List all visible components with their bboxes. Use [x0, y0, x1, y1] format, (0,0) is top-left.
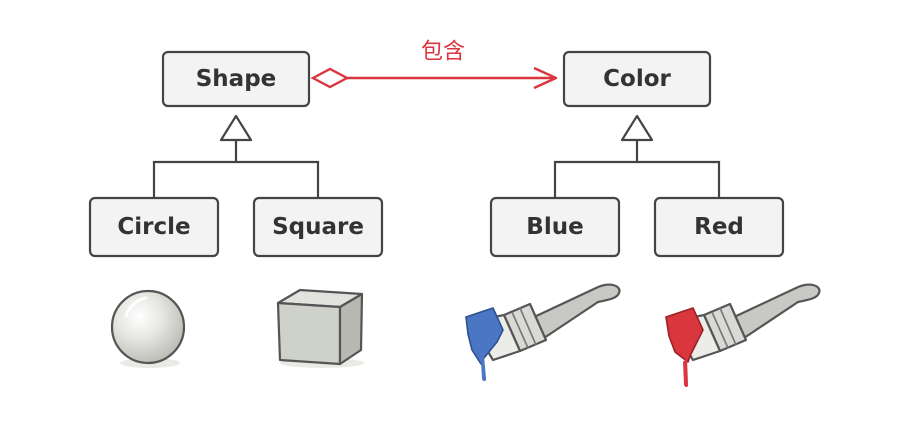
arrowhead-icon [533, 66, 558, 90]
class-label: Blue [526, 214, 583, 240]
square-class-box: Square [252, 196, 384, 258]
class-label: Shape [196, 66, 277, 92]
connector-line [553, 160, 721, 197]
class-label: Red [694, 214, 744, 240]
relation-label: 包含 [421, 40, 465, 65]
color-inheritance [553, 114, 721, 197]
sphere-icon [110, 289, 186, 368]
color-class-box: Color [562, 50, 712, 108]
red-paintbrush-icon [665, 283, 821, 387]
aggregation-diamond-icon [310, 67, 350, 89]
connector-line [152, 160, 320, 197]
inheritance-triangle-icon [219, 114, 253, 142]
shape-class-box: Shape [161, 50, 311, 108]
aggregation-relation: 包含 [310, 40, 558, 90]
red-class-box: Red [653, 196, 785, 258]
blue-paintbrush-icon [465, 283, 621, 381]
class-label: Color [603, 66, 671, 92]
class-label: Circle [117, 214, 190, 240]
circle-class-box: Circle [88, 196, 220, 258]
shape-inheritance [152, 114, 320, 197]
class-label: Square [272, 214, 364, 240]
inheritance-triangle-icon [620, 114, 654, 142]
blue-class-box: Blue [489, 196, 621, 258]
cube-icon [276, 288, 364, 368]
